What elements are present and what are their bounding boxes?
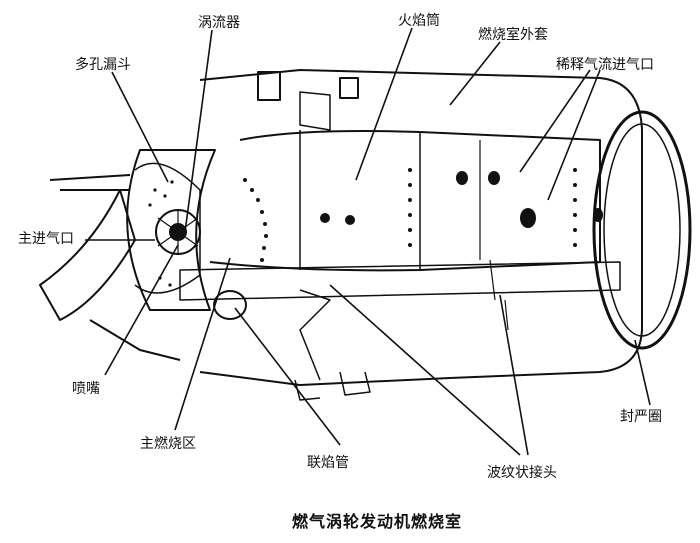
perforations: [148, 168, 577, 287]
leader-flame-tube: [355, 27, 413, 181]
leader-dilution-2: [547, 69, 601, 201]
leader-corrugated-1: [329, 284, 521, 456]
label-swirler: 涡流器: [198, 15, 240, 31]
leader-interconnector: [234, 307, 341, 446]
label-interconnector: 联焰管: [307, 455, 349, 471]
funnel-shape: [134, 162, 201, 294]
casing-outline: [199, 69, 643, 386]
inlet-cowl: [39, 189, 136, 321]
label-casing: 燃烧室外套: [478, 27, 548, 43]
leader-primary-zone: [174, 257, 231, 431]
leader-corrugated-2: [499, 294, 529, 456]
label-perforated-funnel: 多孔漏斗: [75, 57, 131, 73]
leader-casing: [449, 41, 501, 106]
label-flame-tube: 火焰筒: [398, 13, 440, 29]
label-main-inlet: 主进气口: [18, 231, 74, 247]
label-dilution-holes: 稀释气流进气口: [556, 57, 654, 73]
dome-shape: [126, 149, 216, 311]
leader-swirler: [184, 29, 213, 233]
label-seal-ring: 封严圈: [620, 409, 662, 425]
leader-nozzle: [104, 244, 179, 376]
leader-funnel: [111, 71, 169, 183]
leader-dilution-1: [519, 69, 591, 173]
flame-tube-outline: [209, 130, 601, 272]
label-primary-zone: 主燃烧区: [140, 436, 196, 452]
leader-seal-ring: [634, 339, 651, 406]
label-nozzle: 喷嘴: [72, 381, 100, 397]
label-corrugated-joint: 波纹状接头: [487, 465, 557, 481]
seal-ring-shape: [592, 110, 692, 350]
figure-caption: 燃气涡轮发动机燃烧室: [292, 512, 463, 531]
